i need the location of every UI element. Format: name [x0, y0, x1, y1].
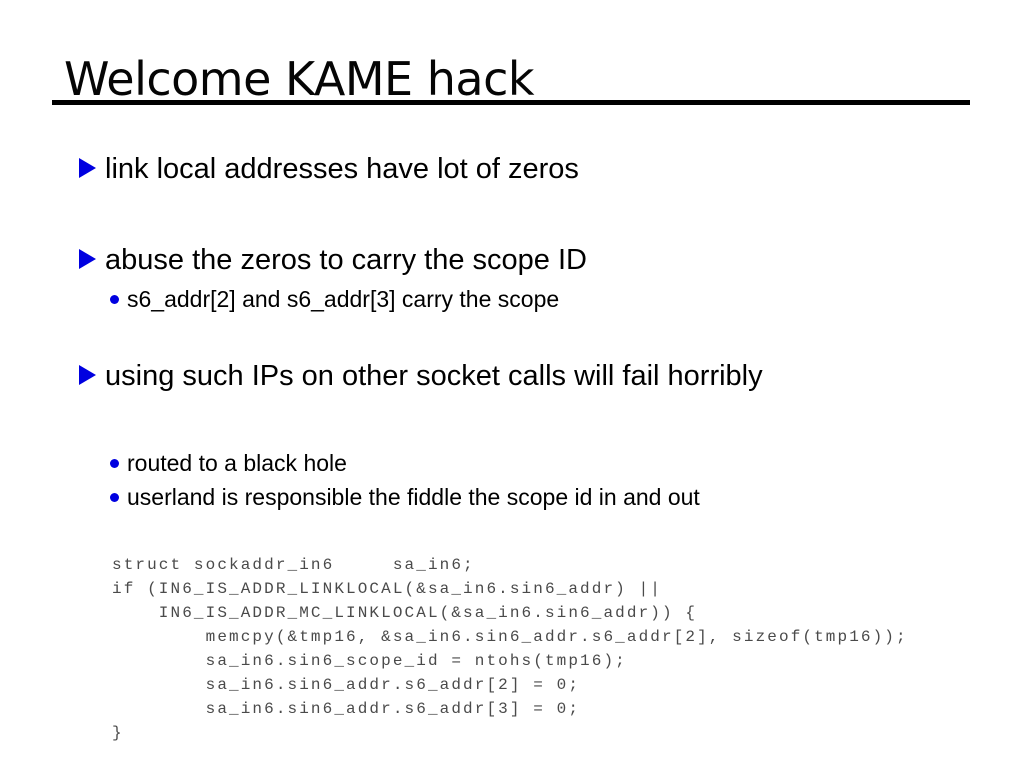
sub-bullet-text: routed to a black hole: [127, 450, 347, 476]
title-underline: [52, 100, 970, 105]
bullet-triangle-icon: [79, 158, 96, 178]
bullet-triangle-icon: [79, 249, 96, 269]
code-block: struct sockaddr_in6 sa_in6; if (IN6_IS_A…: [112, 556, 908, 742]
sub-bullet-item-2: routed to a black hole: [110, 447, 347, 480]
bullet-text: link local addresses have lot of zeros: [105, 153, 579, 185]
bullet-text: using such IPs on other socket calls wil…: [105, 360, 763, 392]
sub-bullet-item-3: userland is responsible the fiddle the s…: [110, 481, 700, 514]
bullet-item-2: abuse the zeros to carry the scope ID: [79, 238, 587, 282]
page-title: Welcome KAME hack: [64, 52, 535, 106]
sub-bullet-text: s6_addr[2] and s6_addr[3] carry the scop…: [127, 286, 560, 312]
bullet-triangle-icon: [79, 365, 96, 385]
bullet-item-3: using such IPs on other socket calls wil…: [79, 354, 763, 398]
bullet-text: abuse the zeros to carry the scope ID: [105, 244, 587, 276]
bullet-item-1: link local addresses have lot of zeros: [79, 147, 579, 191]
sub-bullet-dot-icon: [110, 295, 119, 304]
sub-bullet-dot-icon: [110, 493, 119, 502]
sub-bullet-dot-icon: [110, 459, 119, 468]
sub-bullet-text: userland is responsible the fiddle the s…: [127, 484, 700, 510]
sub-bullet-item-1: s6_addr[2] and s6_addr[3] carry the scop…: [110, 283, 559, 316]
